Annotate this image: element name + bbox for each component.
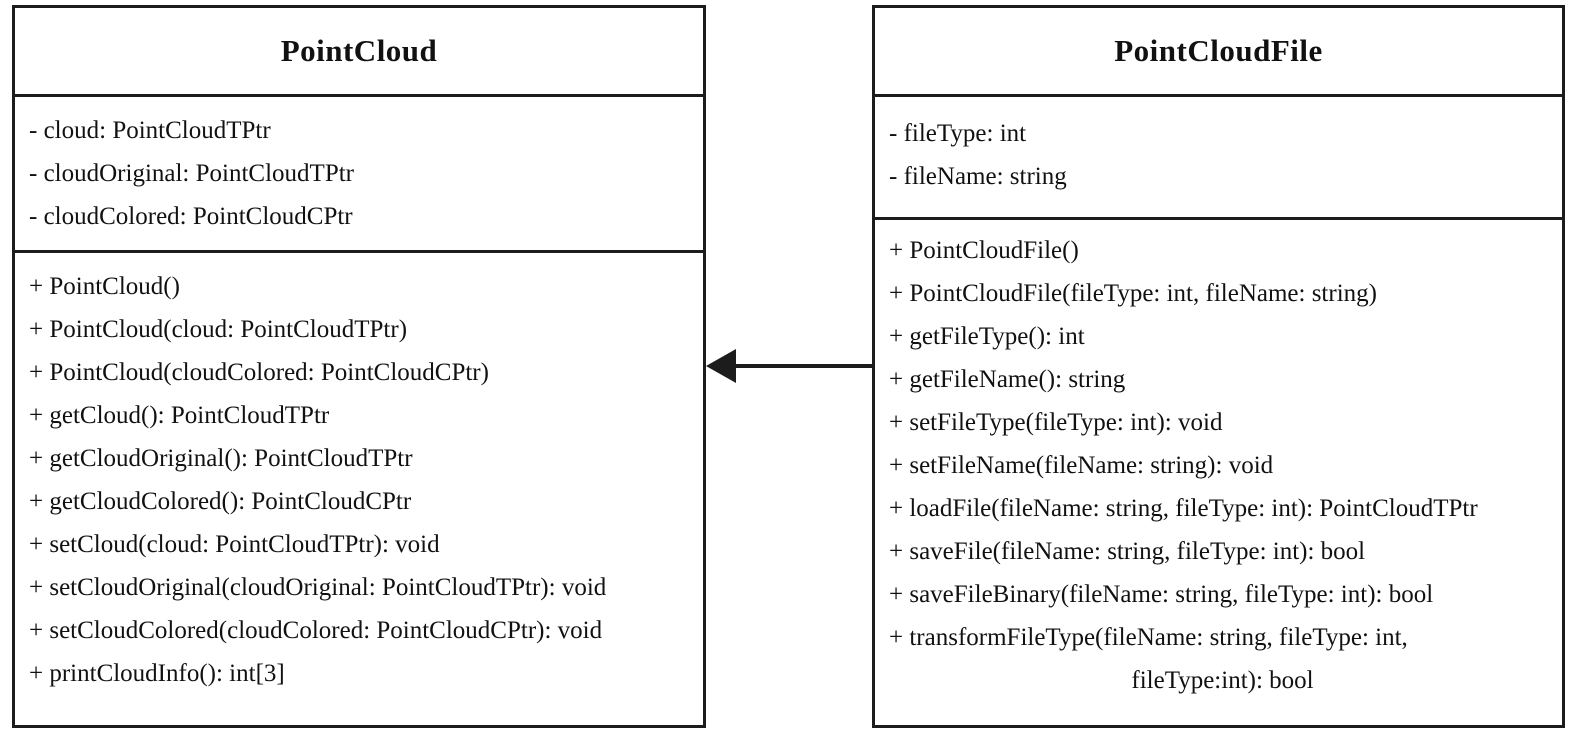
pointcloudfile-attributes-section: - fileType: int - fileName: string	[875, 97, 1562, 220]
filled-arrowhead-icon	[706, 349, 736, 383]
class-box-pointcloud: PointCloud - cloud: PointCloudTPtr- clou…	[12, 5, 706, 728]
method-line: + setCloudColored(cloudColored: PointClo…	[29, 617, 603, 644]
method-line: + setCloudOriginal(cloudOriginal: PointC…	[29, 574, 607, 601]
method-line: + PointCloudFile()	[889, 237, 1079, 264]
method-line: + getCloudOriginal(): PointCloudTPtr	[29, 445, 413, 472]
class-title-pointcloud: PointCloud	[15, 8, 703, 97]
method-line: + setFileName(fileName: string): void	[889, 452, 1274, 479]
method-line: + saveFile(fileName: string, fileType: i…	[889, 538, 1366, 565]
method-line: + PointCloud()	[29, 273, 180, 300]
method-line: + setFileType(fileType: int): void	[889, 409, 1223, 436]
attribute-line: - cloudOriginal: PointCloudTPtr	[29, 160, 354, 187]
method-line: + saveFileBinary(fileName: string, fileT…	[889, 581, 1434, 608]
method-line: + getCloudColored(): PointCloudCPtr	[29, 488, 412, 515]
attribute-line: - cloud: PointCloudTPtr	[29, 117, 271, 144]
class-box-pointcloudfile: PointCloudFile - fileType: int - fileName…	[872, 5, 1565, 728]
pointcloud-attributes-section: - cloud: PointCloudTPtr - cloudOriginal: …	[15, 97, 703, 253]
association-arrow	[706, 349, 872, 383]
class-title-pointcloudfile: PointCloudFile	[875, 8, 1562, 97]
method-line: + printCloudInfo(): int[3]	[29, 660, 285, 687]
method-line: fileType:int): bool	[1131, 667, 1314, 694]
method-line: + getFileName(): string	[889, 366, 1126, 393]
method-line: + PointCloud(cloud: PointCloudTPtr)	[29, 316, 408, 343]
pointcloudfile-methods-section: + PointCloudFile() + PointCloudFile(fileT…	[875, 220, 1562, 725]
method-line: + loadFile(fileName: string, fileType: i…	[889, 495, 1478, 522]
method-line: + getFileType(): int	[889, 323, 1085, 350]
attribute-line: - fileType: int	[889, 120, 1027, 147]
attribute-line: - fileName: string	[889, 163, 1067, 190]
method-line: + PointCloudFile(fileType: int, fileName…	[889, 280, 1377, 307]
pointcloud-methods-section: + PointCloud() + PointCloud(cloud: PointC…	[15, 253, 703, 725]
method-line: + setCloud(cloud: PointCloudTPtr): void	[29, 531, 440, 558]
method-line: + transformFileType(fileName: string, fi…	[889, 624, 1408, 651]
attribute-line: - cloudColored: PointCloudCPtr	[29, 203, 353, 230]
method-line: + getCloud(): PointCloudTPtr	[29, 402, 330, 429]
method-line: + PointCloud(cloudColored: PointCloudCPt…	[29, 359, 489, 386]
